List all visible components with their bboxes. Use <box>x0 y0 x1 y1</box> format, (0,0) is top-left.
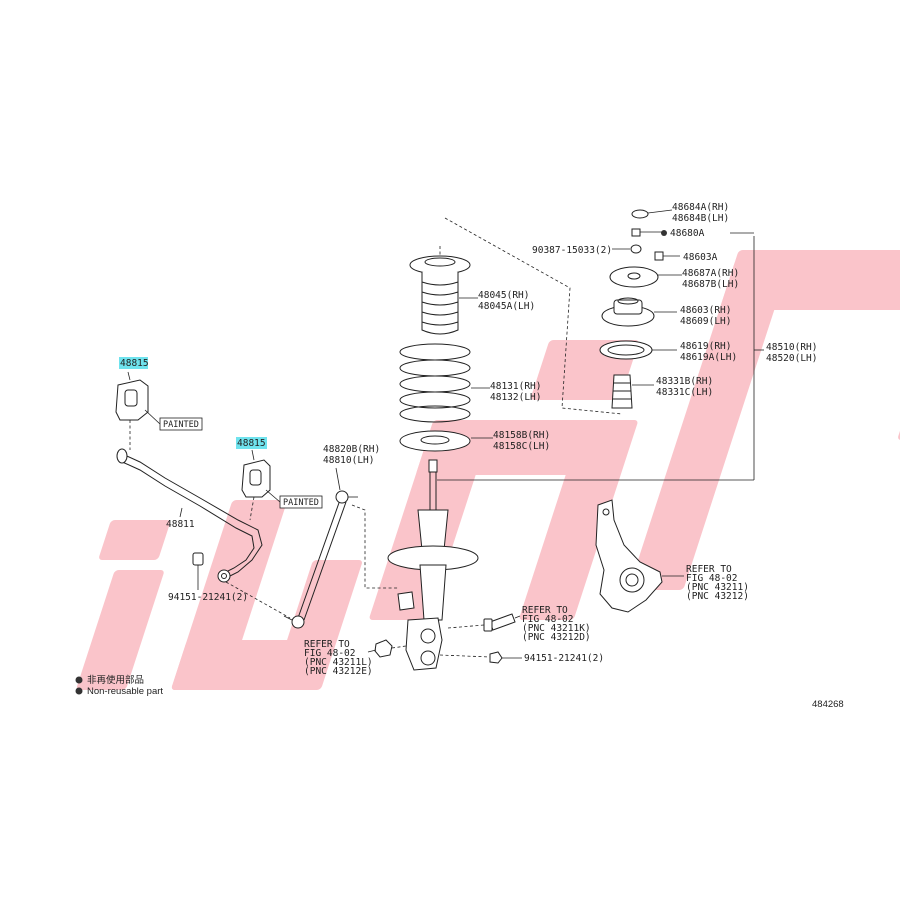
knuckle-nut <box>489 651 503 664</box>
nut-top <box>631 228 641 237</box>
label-plate-rh: 48687A(RH) <box>682 268 739 279</box>
label-support-rh: 48603(RH) <box>680 305 731 316</box>
strut-nut <box>374 639 393 658</box>
bolt-small <box>630 244 642 254</box>
non-reusable-marker-1 <box>661 230 667 236</box>
label-link-rh: 48820B(RH) <box>323 444 380 455</box>
coil-spring <box>399 343 471 423</box>
label-link-lh: 48810(LH) <box>323 455 374 466</box>
label-bumper-lh: 48331C(LH) <box>656 387 713 398</box>
insulator <box>599 340 653 360</box>
label-bumper-rh: 48331B(RH) <box>656 376 713 387</box>
shock-absorber <box>387 459 479 671</box>
label-spring-lh: 48132(LH) <box>490 392 541 403</box>
label-boot-lh: 48045A(LH) <box>478 301 535 312</box>
nut-603 <box>654 251 664 261</box>
stab-bolt <box>192 552 204 590</box>
ref-nut-4: (PNC 43212E) <box>304 666 373 677</box>
stabilizer-link <box>283 490 358 629</box>
strut-support <box>601 297 655 327</box>
label-seat-lh: 48158C(LH) <box>493 441 550 452</box>
bump-stopper <box>611 374 633 409</box>
legend: 非再使用部品 Non-reusable part <box>75 674 163 697</box>
ref-bolt-3: (PNC 43211K) <box>522 623 591 634</box>
label-bolt-small: 90387-15033(2) <box>532 245 612 256</box>
highlight-stab-bushing-1 <box>119 357 148 369</box>
mount-cap <box>631 209 649 219</box>
label-support-lh: 48609(LH) <box>680 316 731 327</box>
stabilizer-bar <box>116 448 263 583</box>
label-seat-rh: 48158B(RH) <box>493 430 550 441</box>
painted-tag-2-box <box>279 495 323 509</box>
label-nut-top: 48680A <box>670 228 705 239</box>
ref-bolt-2: FIG 48-02 <box>522 614 573 625</box>
label-stab-bolt: 94151-21241(2) <box>168 592 248 603</box>
painted-tag-2: PAINTED <box>283 498 319 508</box>
ref-nut-3: (PNC 43211L) <box>304 657 373 668</box>
label-spring-rh: 48131(RH) <box>490 381 541 392</box>
ref-knuckle-2: FIG 48-02 <box>686 573 737 584</box>
label-stab-bar: 48811 <box>166 519 195 530</box>
label-insulator-rh: 48619(RH) <box>680 341 731 352</box>
label-strut-lh: 48520(LH) <box>766 353 817 364</box>
legend-line-1: 非再使用部品 <box>87 674 144 686</box>
label-boot-rh: 48045(RH) <box>478 290 529 301</box>
ref-knuckle-4: (PNC 43212) <box>686 591 749 602</box>
painted-tag-1-box <box>159 417 203 431</box>
knuckle-bolt <box>483 613 516 632</box>
label-stab-bushing-2: 48815 <box>237 438 266 449</box>
label-insulator-lh: 48619A(LH) <box>680 352 737 363</box>
label-bolt-nut: 94151-21241(2) <box>524 653 604 664</box>
stab-bushing-1 <box>115 371 149 450</box>
spring-seat <box>399 430 471 452</box>
legend-marker-2 <box>75 687 83 695</box>
ref-bolt-1: REFER TO <box>522 605 568 616</box>
figure-number: 484268 <box>812 699 844 710</box>
ref-nut-1: REFER TO <box>304 639 350 650</box>
watermark <box>76 250 900 690</box>
label-cap-rh: 48684A(RH) <box>672 202 729 213</box>
steering-knuckle <box>595 499 663 613</box>
mount-plate <box>609 266 659 288</box>
dust-boot <box>409 246 471 335</box>
ref-knuckle-1: REFER TO <box>686 564 732 575</box>
ref-nut-2: FIG 48-02 <box>304 648 355 659</box>
highlight-stab-bushing-2 <box>236 437 267 449</box>
legend-marker-1 <box>75 676 83 684</box>
label-stab-bushing-1: 48815 <box>120 358 149 369</box>
label-nut-603: 48603A <box>683 252 718 263</box>
label-cap-lh: 48684B(LH) <box>672 213 729 224</box>
label-plate-lh: 48687B(LH) <box>682 279 739 290</box>
ref-knuckle-3: (PNC 43211) <box>686 582 749 593</box>
legend-line-2: Non-reusable part <box>87 686 163 697</box>
label-strut-rh: 48510(RH) <box>766 342 817 353</box>
ref-bolt-4: (PNC 43212D) <box>522 632 591 643</box>
painted-tag-1: PAINTED <box>163 420 199 430</box>
stab-bushing-2 <box>241 449 271 521</box>
